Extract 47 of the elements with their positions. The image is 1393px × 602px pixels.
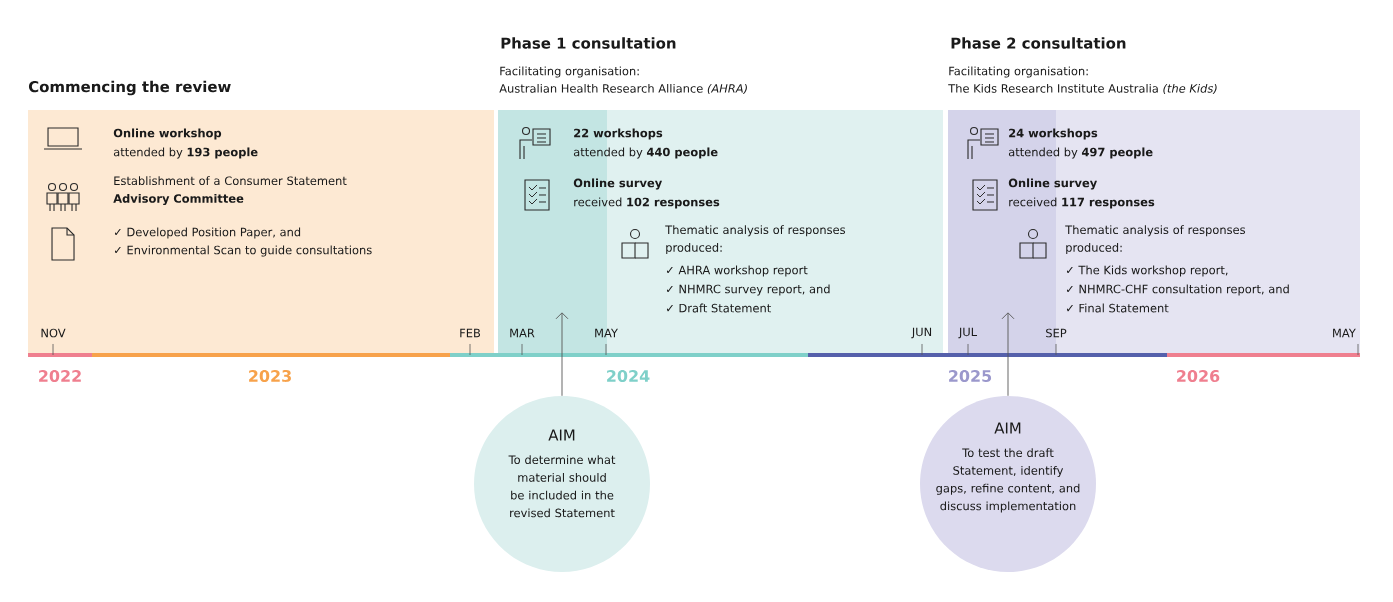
check-item: ✓ Environmental Scan to guide consultations bbox=[114, 245, 372, 257]
item-heading: Online survey bbox=[573, 178, 662, 190]
check-item: ✓ The Kids workshop report, bbox=[1066, 265, 1228, 277]
year-label: 2022 bbox=[39, 369, 81, 382]
year-label: 2024 bbox=[607, 369, 650, 382]
month-label: SEP bbox=[1046, 328, 1067, 338]
item-text: received 102 responses bbox=[574, 197, 720, 209]
check-item: ✓ NHMRC-CHF consultation report, and bbox=[1066, 284, 1289, 296]
section-heading: Phase 1 consultation bbox=[501, 37, 676, 49]
organisation-text: Facilitating organisation: bbox=[500, 66, 639, 78]
check-item: ✓ Final Statement bbox=[1066, 303, 1169, 313]
check-item: ✓ AHRA workshop report bbox=[666, 265, 808, 277]
aim-heading: AIM bbox=[994, 422, 1021, 434]
arrow bbox=[555, 312, 569, 397]
check-item: ✓ Developed Position Paper, and bbox=[114, 227, 301, 239]
item-text: Thematic analysis of responses produced: bbox=[665, 225, 845, 254]
check-item: ✓ NHMRC survey report, and bbox=[666, 284, 830, 296]
item-heading: 24 workshops bbox=[1009, 128, 1098, 140]
section-heading: Commencing the review bbox=[28, 80, 231, 96]
item-text: attended by 193 people bbox=[113, 147, 258, 159]
organisation-text: Facilitating organisation: bbox=[949, 66, 1088, 78]
year-label: 2026 bbox=[1177, 369, 1220, 382]
check-item: ✓ Draft Statement bbox=[666, 303, 771, 313]
item-heading: 22 workshops bbox=[574, 128, 663, 140]
organisation-text: Australian Health Research Alliance (AHRA) bbox=[499, 83, 747, 95]
aim-text: To determine what material should be included in the revised Statement bbox=[508, 455, 616, 518]
month-label: MAY bbox=[595, 328, 618, 338]
month-label: JUN bbox=[911, 327, 932, 339]
item-text: attended by 497 people bbox=[1008, 147, 1153, 159]
item-text: Establishment of a Consumer Statement Advisory Committee bbox=[113, 176, 347, 206]
month-label: NOV bbox=[41, 328, 66, 338]
year-label: 2023 bbox=[249, 369, 291, 382]
section-heading: Phase 2 consultation bbox=[951, 37, 1126, 49]
item-text: Thematic analysis of responses produced: bbox=[1065, 225, 1245, 254]
arrow bbox=[1001, 312, 1015, 397]
year-label: 2025 bbox=[949, 369, 992, 382]
item-heading: Online workshop bbox=[113, 128, 222, 140]
month-label: JUL bbox=[958, 327, 977, 339]
month-label: MAR bbox=[510, 328, 535, 338]
month-label: FEB bbox=[460, 328, 481, 338]
item-heading: Online survey bbox=[1008, 178, 1097, 190]
aim-heading: AIM bbox=[548, 429, 575, 441]
aim-text: To test the draft Statement, identify gaps, refine content, and discuss implementation bbox=[936, 448, 1080, 513]
item-text: attended by 440 people bbox=[573, 147, 718, 159]
month-label: MAY bbox=[1333, 328, 1356, 338]
item-text: received 117 responses bbox=[1009, 197, 1155, 209]
organisation-text: The Kids Research Institute Australia (the Kids) bbox=[948, 83, 1217, 95]
